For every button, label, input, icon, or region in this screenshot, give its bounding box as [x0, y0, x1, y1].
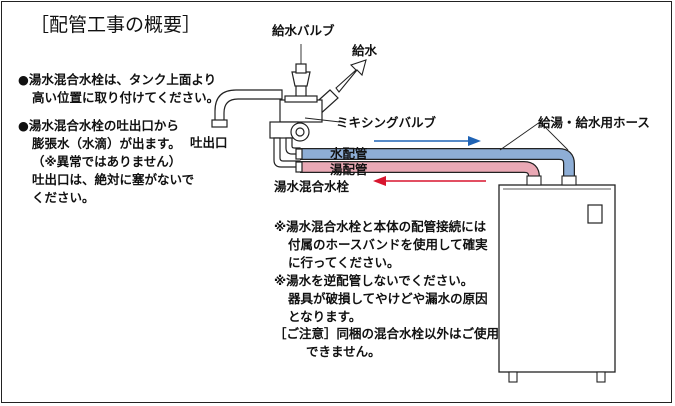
mixing-valve-center — [295, 127, 305, 137]
note-line: ください。 — [32, 190, 95, 205]
note-line: 膨張水（水滴）が出ます。 — [32, 136, 181, 151]
note-line: 器具が破損してやけどや漏水の原因 — [288, 291, 488, 306]
note-line: 高い位置に取り付けてください。 — [32, 90, 220, 105]
label-mixing-valve: ミキシングバルブ — [336, 115, 437, 130]
note-mounting-height: ●湯水混合水栓は、タンク上面より 高い位置に取り付けてください。 — [18, 71, 219, 107]
label-supply-water: 給水 — [352, 43, 378, 58]
tank-foot-right — [596, 371, 606, 383]
supply-valve-knob — [291, 71, 311, 87]
tank-indicator-icon — [587, 204, 603, 224]
water-connector — [561, 175, 577, 186]
note-line: 吐出口は、絶対に塞がないで — [32, 172, 195, 187]
caution-line: ［ご注意］同梱の混合水栓以外はご使用 — [274, 326, 500, 341]
note-line: ※湯水混合水栓と本体の配管接続には — [274, 219, 487, 234]
note-line: となります。 — [288, 309, 362, 324]
water-flow-arrow — [374, 136, 481, 146]
tank-foot-left — [508, 371, 518, 383]
supply-valve-cap — [295, 63, 307, 74]
label-hot-pipe: 湯配管 — [330, 162, 368, 177]
supply-water-arrow — [335, 59, 367, 93]
water-heater-tank — [498, 184, 616, 383]
hot-water-hose — [300, 161, 542, 186]
label-hose: 給湯・給水用ホース — [538, 115, 650, 130]
water-supply-hose — [300, 148, 577, 186]
note-line: （※異常ではありません） — [32, 154, 182, 169]
hot-flow-arrow — [373, 176, 486, 186]
right-notes: ※湯水混合水栓と本体の配管接続には 付属のホースバンドを使用して確実 に行ってく… — [274, 218, 488, 326]
note-line: ※湯水を逆配管しないでください。 — [274, 273, 474, 288]
spout-tip — [211, 119, 228, 128]
note-line: に行ってください。 — [288, 255, 400, 270]
leader-lines — [300, 44, 569, 151]
hot-pipe-joint — [295, 161, 303, 173]
spout-arm — [214, 89, 283, 123]
label-spout: 吐出口 — [190, 135, 228, 150]
water-pipe-joint — [295, 148, 303, 160]
note-line: ●湯水混合水栓の吐出口から — [18, 118, 179, 133]
page-title: ［配管工事の概要］ — [30, 14, 202, 36]
label-supply-valve: 給水バルブ — [272, 23, 335, 38]
caution-line: できません。 — [306, 344, 381, 359]
caution-note: ［ご注意］同梱の混合水栓以外はご使用 できません。 — [274, 325, 499, 361]
note-line: 付属のホースバンドを使用して確実 — [288, 237, 488, 252]
note-expansion-water: ●湯水混合水栓の吐出口から 膨張水（水滴）が出ます。 （※異常ではありません） … — [18, 117, 219, 207]
label-water-pipe: 水配管 — [330, 146, 368, 161]
mixing-faucet — [211, 63, 339, 173]
faucet-body — [279, 99, 323, 123]
hot-connector — [526, 175, 542, 186]
faucet-collar — [284, 95, 318, 103]
note-line: ●湯水混合水栓は、タンク上面より — [18, 72, 217, 87]
left-notes: ●湯水混合水栓は、タンク上面より 高い位置に取り付けてください。 ●湯水混合水栓… — [18, 71, 219, 217]
label-faucet: 湯水混合水栓 — [274, 179, 350, 194]
